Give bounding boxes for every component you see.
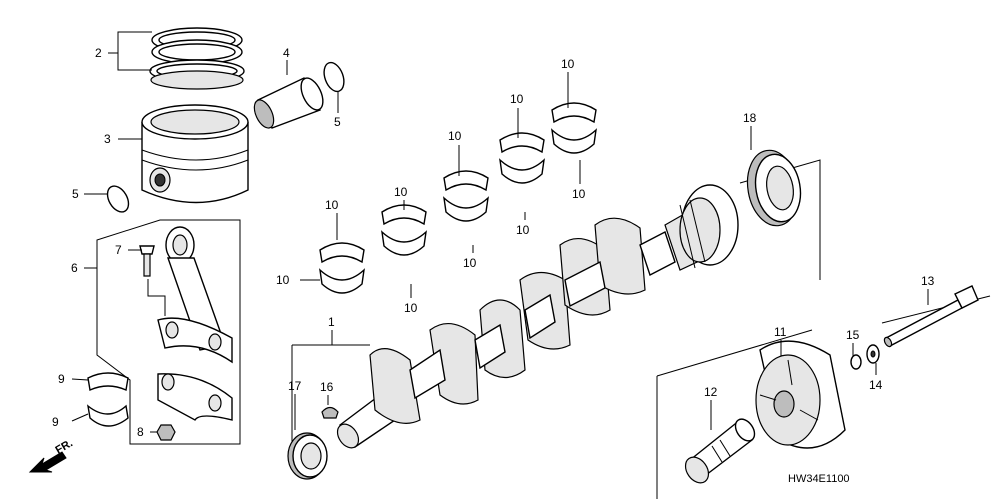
- callout-10-j: 10: [561, 57, 575, 71]
- output-shaft: [684, 418, 756, 484]
- rod-bearing-lower: [87, 404, 129, 427]
- callout-5-clip-top: 5: [334, 115, 341, 129]
- callout-13: 13: [921, 274, 935, 288]
- washer: [866, 344, 880, 364]
- front-direction-label: FR.: [54, 437, 75, 456]
- front-direction-arrow: FR.: [28, 437, 75, 473]
- callout-2: 2: [95, 46, 102, 60]
- callout-12: 12: [704, 385, 718, 399]
- callout-17: 18: [743, 111, 757, 125]
- connecting-rod-box: [96, 219, 241, 445]
- piston: [141, 104, 249, 204]
- oil-seal: [746, 149, 802, 227]
- callout-1: 1: [328, 315, 335, 329]
- callout-14: 14: [869, 378, 883, 392]
- callout-7: 7: [115, 243, 122, 257]
- callout-9-lower: 9: [52, 415, 59, 429]
- rod-bearing-upper: [87, 372, 129, 392]
- callout-10-a: 10: [325, 198, 339, 212]
- coupler-hub: [755, 340, 846, 449]
- o-ring: [850, 354, 862, 370]
- callout-15: 16: [320, 380, 334, 394]
- callout-10-c: 10: [404, 301, 418, 315]
- callout-18: 15: [846, 328, 860, 342]
- crankshaft: [336, 184, 739, 449]
- main-bearings: [319, 102, 597, 294]
- callout-10-g: 10: [516, 223, 530, 237]
- callout-11: 11: [774, 325, 787, 339]
- connecting-rod: [157, 226, 233, 364]
- callout-3: 3: [104, 132, 111, 146]
- callout-8: 8: [137, 425, 144, 439]
- connecting-rod-cap: [157, 373, 233, 421]
- callout-6: 6: [71, 261, 78, 275]
- callout-10-b: 10: [276, 273, 290, 287]
- piston-pin: [253, 77, 324, 129]
- woodruff-key: [321, 406, 339, 419]
- callout-10-h: 10: [510, 92, 524, 106]
- crank-bearing: [287, 432, 328, 480]
- rod-nut: [156, 424, 176, 441]
- piston-pin-clip-top: [323, 61, 345, 93]
- leader-lines: [71, 31, 929, 433]
- piston-pin-clip-left: [106, 185, 130, 213]
- callout-10-i: 10: [572, 187, 586, 201]
- callout-9-upper: 9: [58, 372, 65, 386]
- callout-4: 4: [283, 46, 290, 60]
- callout-10-e: 10: [463, 256, 477, 270]
- rod-bolt: [139, 245, 155, 277]
- long-bolt: [883, 285, 979, 348]
- callout-5-clip-left: 5: [72, 187, 79, 201]
- callout-16: 17: [288, 379, 302, 393]
- callout-10-d: 10: [394, 185, 408, 199]
- callout-labels: 2 3 4 5 5 6 7 8 9 9 10 10 10 10 10 10 10…: [52, 46, 935, 439]
- callout-10-f: 10: [448, 129, 462, 143]
- piston-ring-set: [149, 27, 245, 90]
- drawing-code: HW34E1100: [788, 473, 850, 485]
